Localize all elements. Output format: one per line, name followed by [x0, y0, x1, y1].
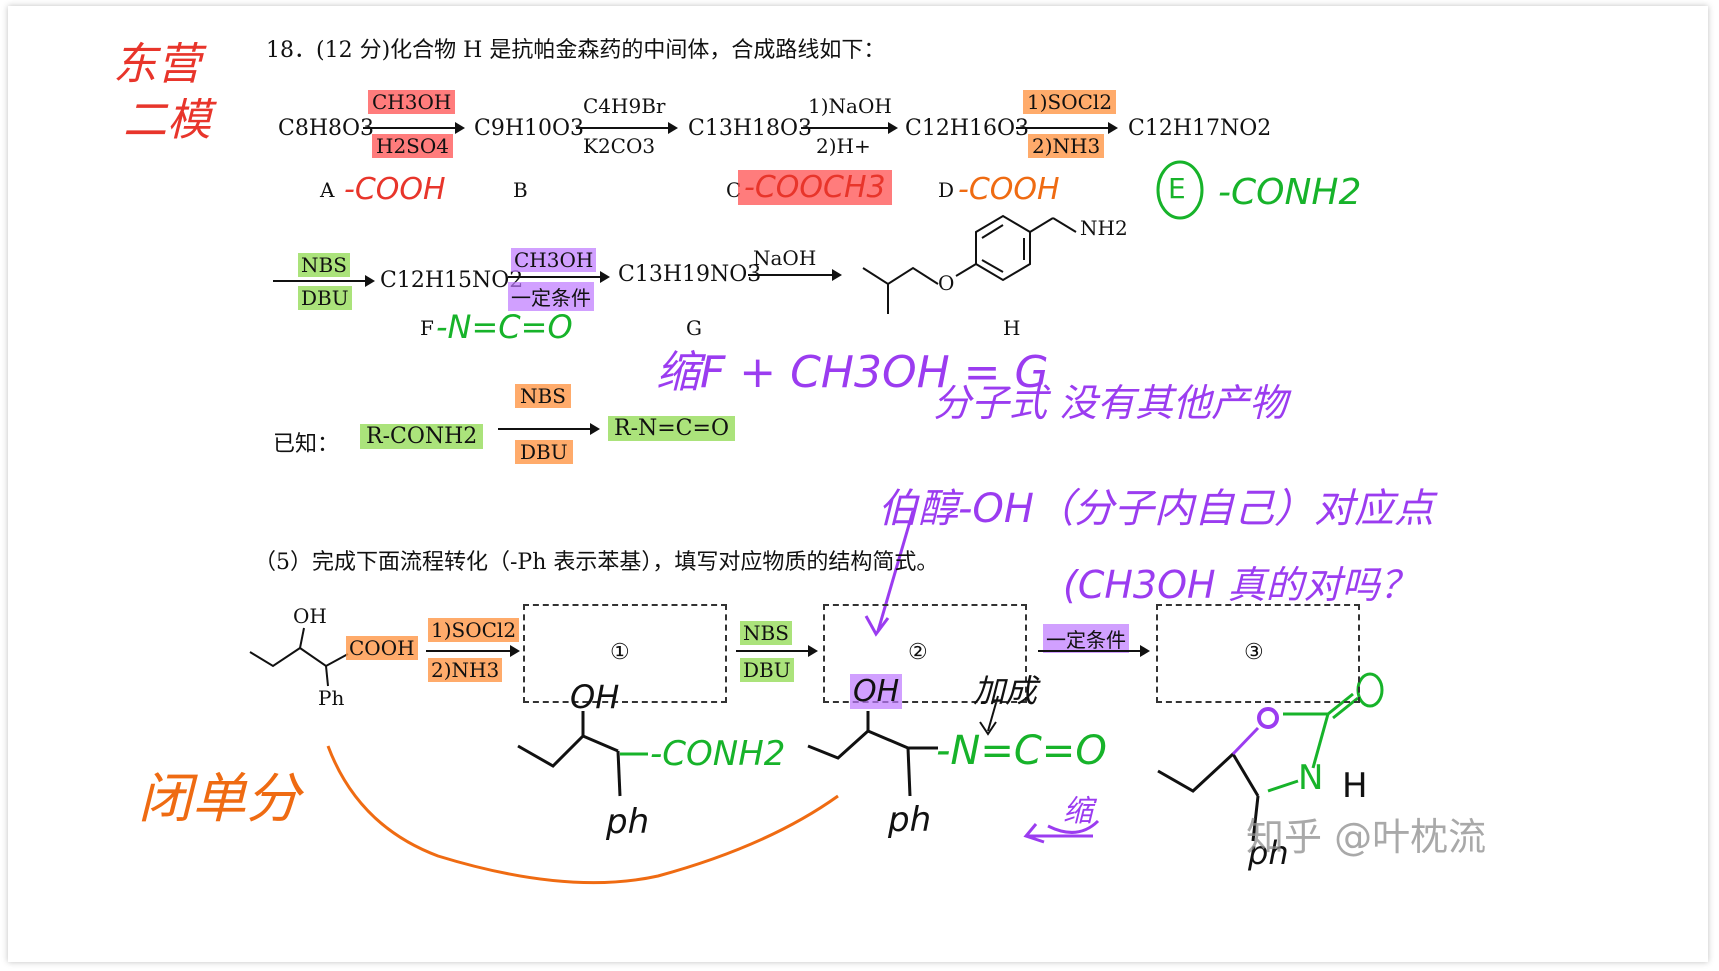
h-nh2-label: NH2 [1080, 216, 1128, 240]
e-group-annotation: -CONH2 [1218, 172, 1362, 213]
reaction-arrow [363, 122, 465, 134]
reagent-7-top: NaOH [753, 246, 817, 270]
product-1-group: -CONH2 [650, 734, 786, 774]
label-d: D [938, 178, 955, 202]
q5-reagent-3-top: 一定条件 [1043, 624, 1129, 653]
reagent-4-top: 1)SOCl2 [1023, 90, 1117, 114]
q5-text: （5）完成下面流程转化（-Ph 表示苯基），填写对应物质的结构简式。 [254, 550, 939, 575]
reagent-6-bottom: 一定条件 [508, 282, 594, 311]
compound-a-formula: C8H8O3 [278, 116, 375, 141]
reagent-4-bottom: 2)NH3 [1028, 134, 1105, 158]
reaction-arrow [801, 122, 898, 134]
answer-box-1-label: ① [610, 640, 630, 665]
addition-note: 加成 [973, 672, 1038, 710]
reaction-arrow [736, 645, 818, 657]
product-3-ph: ph [1248, 834, 1289, 872]
compound-f-formula: C12H15NO2 [380, 268, 524, 293]
reagent-6-top: CH3OH [511, 248, 597, 272]
label-f: F [420, 316, 434, 340]
product-1-ph: ph [606, 802, 650, 842]
product-1-structure [517, 711, 622, 797]
d-group-annotation: -COOH [958, 172, 1060, 207]
compound-b-formula: C9H10O3 [474, 116, 585, 141]
answer-box-2[interactable] [823, 604, 1027, 703]
reagent-1-top: CH3OH [368, 90, 456, 114]
q5-start-ph: Ph [318, 686, 345, 710]
answer-box-3[interactable] [1156, 604, 1360, 703]
c-group-annotation: -COOCH3 [738, 170, 892, 205]
chemical-structures [249, 160, 1384, 885]
reagent-5-bottom: DBU [298, 286, 352, 310]
product-2-oh: OH [850, 674, 903, 709]
known-label: 已知： [273, 432, 340, 457]
h-o-label: O [938, 271, 955, 295]
f-group-annotation: -N=C=O [436, 308, 573, 346]
label-b: B [513, 178, 528, 202]
known-reagent-bottom: DBU [515, 440, 573, 464]
product-2-structure [807, 711, 938, 797]
compound-h-structure [862, 214, 1077, 314]
reagent-2-bottom: K2CO3 [583, 134, 656, 158]
watermark: 知乎 @叶枕流 [1246, 815, 1487, 859]
reaction-arrow [748, 269, 842, 281]
reaction-arrow [1016, 122, 1118, 134]
compound-g-formula: C13H19NO3 [618, 262, 762, 287]
compound-c-formula: C13H18O3 [688, 116, 813, 141]
label-a: A [320, 178, 335, 202]
orange-note: 闭单分 [138, 767, 300, 830]
label-c: C [726, 178, 742, 202]
purple-annotation-4: (CH3OH 真的对吗？ [1063, 563, 1418, 607]
q5-start-oh: OH [293, 604, 327, 628]
problem-header: 18．(12 分)化合物 H 是抗帕金森药的中间体，合成路线如下： [266, 38, 886, 63]
reagent-5-top: NBS [298, 253, 350, 277]
known-reagent-top: NBS [515, 384, 571, 408]
exam-source-line1: 东营 [113, 39, 201, 90]
e-circled-label: E [1168, 172, 1186, 205]
reaction-arrow [1038, 645, 1150, 657]
product-2-ph: ph [888, 800, 932, 840]
reagent-3-top: 1)NaOH [808, 94, 892, 118]
known-product: R-N=C=O [608, 416, 735, 441]
known-reactant: R-CONH2 [360, 424, 484, 449]
purple-annotation-1: 缩F + CH3OH = G [656, 347, 1049, 398]
label-h: H [1003, 316, 1021, 340]
product-3-n: N [1298, 758, 1324, 798]
reaction-arrow [576, 122, 678, 134]
purple-annotation-2: 分子式 没有其他产物 [933, 381, 1288, 425]
q5-start-cooh: COOH [346, 636, 418, 660]
q5-reagent-1-top: 1)SOCl2 [428, 618, 520, 642]
reaction-arrow [426, 645, 520, 657]
reaction-arrow [508, 271, 610, 283]
label-g: G [686, 316, 702, 340]
reagent-2-top: C4H9Br [583, 94, 666, 118]
a-group-annotation: -COOH [344, 172, 446, 207]
product-1-oh: OH [570, 678, 620, 716]
product-3-h: H [1342, 766, 1368, 806]
answer-box-2-label: ② [908, 640, 928, 665]
reagent-1-bottom: H2SO4 [372, 134, 453, 158]
q5-start-structure [249, 627, 349, 687]
product-2-group: -N=C=O [936, 728, 1107, 774]
answer-box-1[interactable] [523, 604, 727, 703]
q5-reagent-1-bottom: 2)NH3 [428, 658, 503, 682]
compound-e-formula: C12H17NO2 [1128, 116, 1272, 141]
purple-annotation-3: 伯醇-OH（分子内自己）对应点 [878, 486, 1434, 532]
reaction-arrow [498, 423, 600, 435]
compound-d-formula: C12H16O3 [905, 116, 1030, 141]
exam-source-line2: 二模 [123, 95, 211, 146]
reaction-arrow [273, 275, 375, 287]
document-page: 18．(12 分)化合物 H 是抗帕金森药的中间体，合成路线如下： 东营 二模 … [8, 6, 1708, 962]
q5-reagent-2-bottom: DBU [740, 658, 794, 682]
q5-reagent-2-top: NBS [740, 621, 792, 645]
product-3-structure [1157, 751, 1260, 842]
reagent-3-bottom: 2)H+ [816, 134, 871, 158]
answer-box-3-label: ③ [1244, 640, 1264, 665]
purple-small-note: 缩 [1063, 794, 1093, 829]
